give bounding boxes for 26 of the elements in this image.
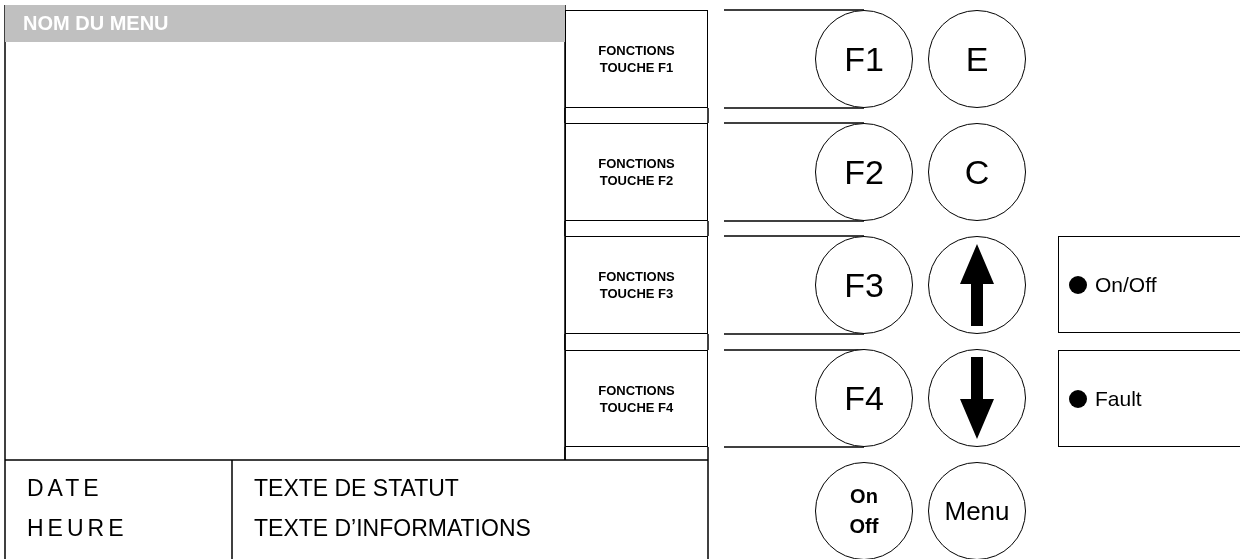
key-button: Menu [928,462,1026,559]
indicator-label: On/Off [1095,272,1157,297]
status-text: DATE [27,474,104,503]
function-label: FONCTIONS TOUCHE F4 [597,381,676,416]
key-button: C [928,123,1026,221]
status-text: TEXTE D’INFORMATIONS [254,514,532,543]
key-button: F3 [815,236,913,334]
indicator-panel [1058,236,1240,333]
key-button: On Off [815,462,913,559]
function-label: FONCTIONS TOUCHE F2 [597,155,676,189]
key-button: F4 [815,349,913,447]
function-box [565,350,708,447]
key-button: F1 [815,10,913,108]
indicator-panel [1058,350,1240,447]
key-button: E [928,10,1026,108]
function-box [565,236,708,334]
indicator-label: Fault [1095,386,1142,411]
function-box [565,10,708,108]
status-text: TEXTE DE STATUT [254,474,460,503]
key-button: F2 [815,123,913,221]
menu-title: NOM DU MENU [23,12,169,35]
title-bar [5,5,565,42]
function-box [565,123,708,221]
function-label: FONCTIONS TOUCHE F1 [597,42,676,76]
function-label: FONCTIONS TOUCHE F3 [597,268,676,302]
status-text: HEURE [27,514,129,543]
